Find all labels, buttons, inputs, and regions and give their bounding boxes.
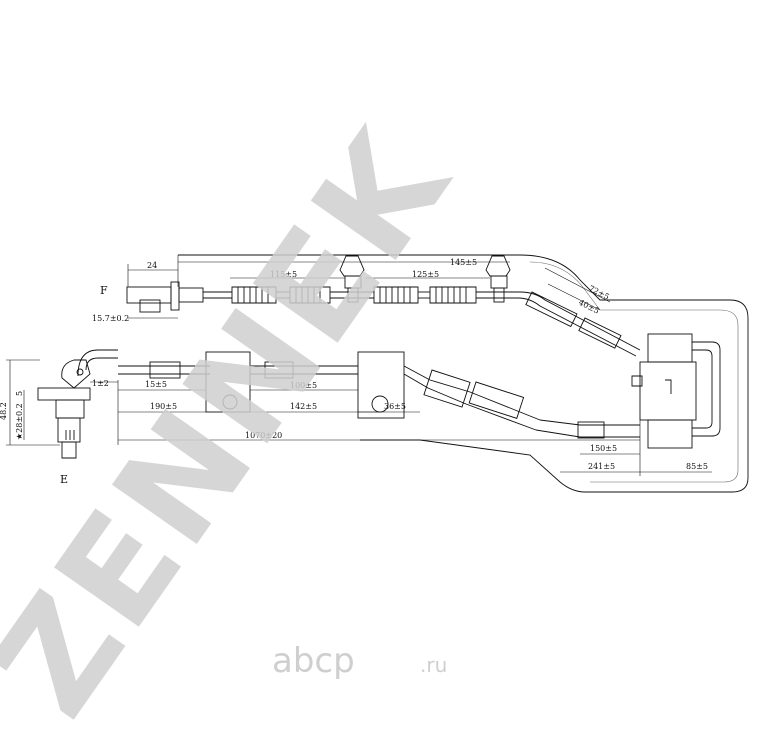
dim-1: 1±2 xyxy=(92,379,109,388)
dim-24: 24 xyxy=(147,261,157,270)
dim-15: 15±5 xyxy=(145,380,167,389)
harness-envelope xyxy=(178,254,749,493)
brand-tld: .ru xyxy=(420,653,447,677)
dim-142: 142±5 xyxy=(290,402,317,411)
dim-241: 241±5 xyxy=(588,462,615,471)
dim-115: 115±5 xyxy=(270,270,297,279)
brand-logo: abcp .ru xyxy=(272,641,447,681)
dim-36: 36±5 xyxy=(384,402,406,411)
dimension-lines xyxy=(6,255,712,476)
view-label-f: F xyxy=(100,284,108,297)
dim-15-7: 15.7±0.2 xyxy=(92,314,129,323)
dim-85: 85±5 xyxy=(686,462,708,471)
dim-28: ★28±0.2 xyxy=(15,403,24,440)
dim-150: 150±5 xyxy=(590,444,617,453)
dim-40: 40±5 xyxy=(577,298,601,316)
sensor-head xyxy=(37,359,91,459)
top-cable xyxy=(126,281,641,357)
view-label-e: E xyxy=(60,473,68,486)
dim-5: 5 xyxy=(15,391,24,396)
dim-125: 125±5 xyxy=(412,270,439,279)
dim-48-2: 48.2 xyxy=(0,402,8,420)
dim-1070: 1070±20 xyxy=(245,431,282,440)
clip-2 xyxy=(485,255,511,303)
bottom-cable xyxy=(77,349,640,439)
dim-145: 145±5 xyxy=(450,258,477,267)
harness-envelope-inner xyxy=(529,261,739,483)
brand-name: abcp xyxy=(272,641,355,681)
dimension-texts: 24 15.7±0.2 115±5 145±5 125±5 72±5 40±5 … xyxy=(0,258,708,471)
clip-1 xyxy=(339,255,365,303)
right-bracket xyxy=(631,333,721,449)
dim-190: 190±5 xyxy=(150,402,177,411)
dim-100: 100±5 xyxy=(290,381,317,390)
watermark-text: ZENNEK xyxy=(0,101,482,744)
